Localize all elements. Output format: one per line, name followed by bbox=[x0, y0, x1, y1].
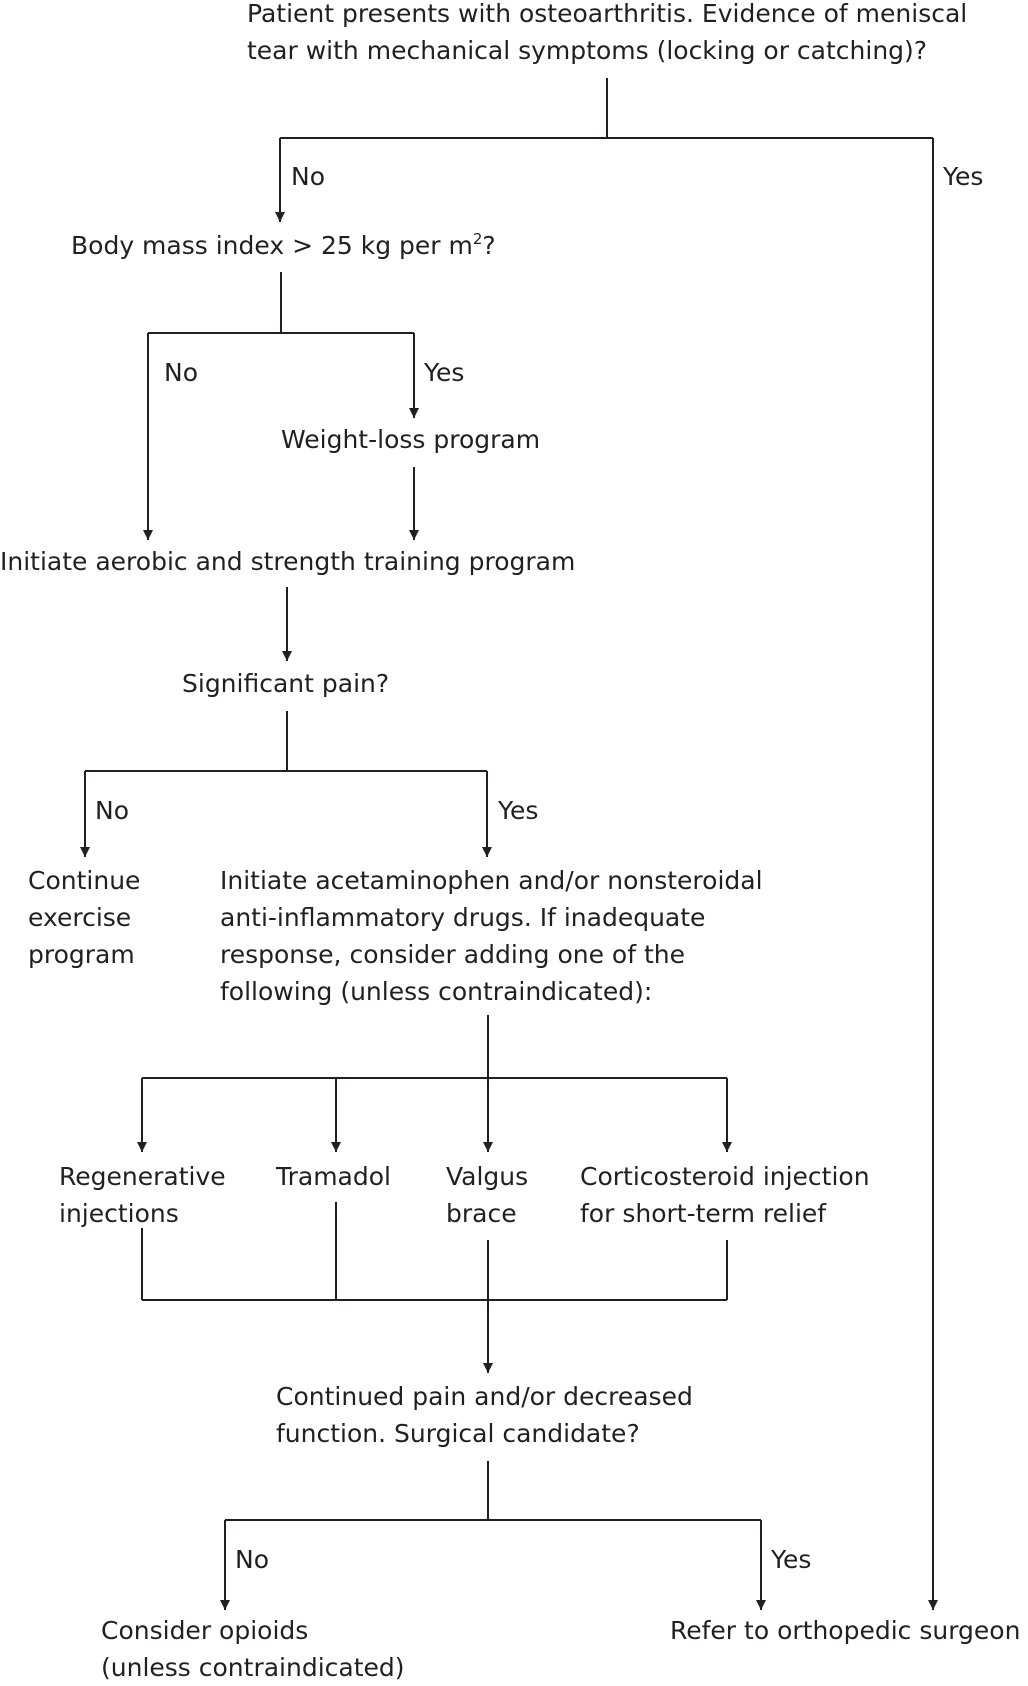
node-corticosteroid-line1: Corticosteroid injection bbox=[580, 1162, 870, 1191]
node-start-question: Patient presents with osteoarthritis. Ev… bbox=[247, 0, 967, 69]
node-bmi-text: Body mass index > 25 kg per m bbox=[71, 231, 473, 260]
node-start-line2: tear with mechanical symptoms (locking o… bbox=[247, 36, 928, 65]
node-valgus-line2: brace bbox=[446, 1199, 517, 1228]
edge-label-start-yes: Yes bbox=[943, 162, 984, 191]
node-regenerative-injections: Regenerative injections bbox=[59, 1158, 226, 1232]
node-continued-pain: Continued pain and/or decreased function… bbox=[276, 1378, 693, 1452]
node-aerobic-training: Initiate aerobic and strength training p… bbox=[0, 547, 576, 576]
node-continue-exercise: Continue exercise program bbox=[28, 862, 140, 973]
node-refer-orthopedic: Refer to orthopedic surgeon bbox=[670, 1616, 1021, 1645]
node-opioids-line2: (unless contraindicated) bbox=[101, 1653, 405, 1682]
node-continue-exercise-line1: Continue bbox=[28, 866, 141, 895]
edge-label-pain-yes: Yes bbox=[498, 796, 539, 825]
node-valgus-line1: Valgus bbox=[446, 1162, 529, 1191]
node-continue-exercise-line3: program bbox=[28, 940, 135, 969]
edge-label-surgical-yes: Yes bbox=[771, 1545, 812, 1574]
edge-label-bmi-yes: Yes bbox=[424, 358, 465, 387]
node-acetaminophen-line4: following (unless contraindicated): bbox=[220, 977, 653, 1006]
edge-label-bmi-no: No bbox=[164, 358, 198, 387]
node-bmi-superscript: 2 bbox=[472, 230, 483, 248]
node-opioids-line1: Consider opioids bbox=[101, 1616, 309, 1645]
node-regenerative-line1: Regenerative bbox=[59, 1162, 226, 1191]
node-continue-exercise-line2: exercise bbox=[28, 903, 132, 932]
node-regenerative-line2: injections bbox=[59, 1199, 179, 1228]
node-consider-opioids: Consider opioids (unless contraindicated… bbox=[101, 1612, 405, 1686]
node-continued-pain-line1: Continued pain and/or decreased bbox=[276, 1382, 693, 1411]
node-tramadol: Tramadol bbox=[276, 1162, 391, 1191]
node-acetaminophen: Initiate acetaminophen and/or nonsteroid… bbox=[220, 862, 763, 1010]
node-weight-loss: Weight-loss program bbox=[281, 425, 541, 454]
edge-label-start-no: No bbox=[291, 162, 325, 191]
node-start-line1: Patient presents with osteoarthritis. Ev… bbox=[247, 0, 968, 28]
edge-label-surgical-no: No bbox=[235, 1545, 269, 1574]
node-corticosteroid-line2: for short-term relief bbox=[580, 1199, 827, 1228]
node-acetaminophen-line1: Initiate acetaminophen and/or nonsteroid… bbox=[220, 866, 763, 895]
node-bmi-question: Body mass index > 25 kg per m2? bbox=[71, 227, 496, 264]
node-bmi-suffix: ? bbox=[482, 231, 496, 260]
node-valgus-brace: Valgus brace bbox=[446, 1158, 528, 1232]
node-acetaminophen-line2: anti-inflammatory drugs. If inadequate bbox=[220, 903, 706, 932]
edge-label-pain-no: No bbox=[95, 796, 129, 825]
node-significant-pain: Significant pain? bbox=[182, 669, 390, 698]
node-acetaminophen-line3: response, consider adding one of the bbox=[220, 940, 685, 969]
node-corticosteroid-injection: Corticosteroid injection for short-term … bbox=[580, 1158, 870, 1232]
node-continued-pain-line2: function. Surgical candidate? bbox=[276, 1419, 640, 1448]
